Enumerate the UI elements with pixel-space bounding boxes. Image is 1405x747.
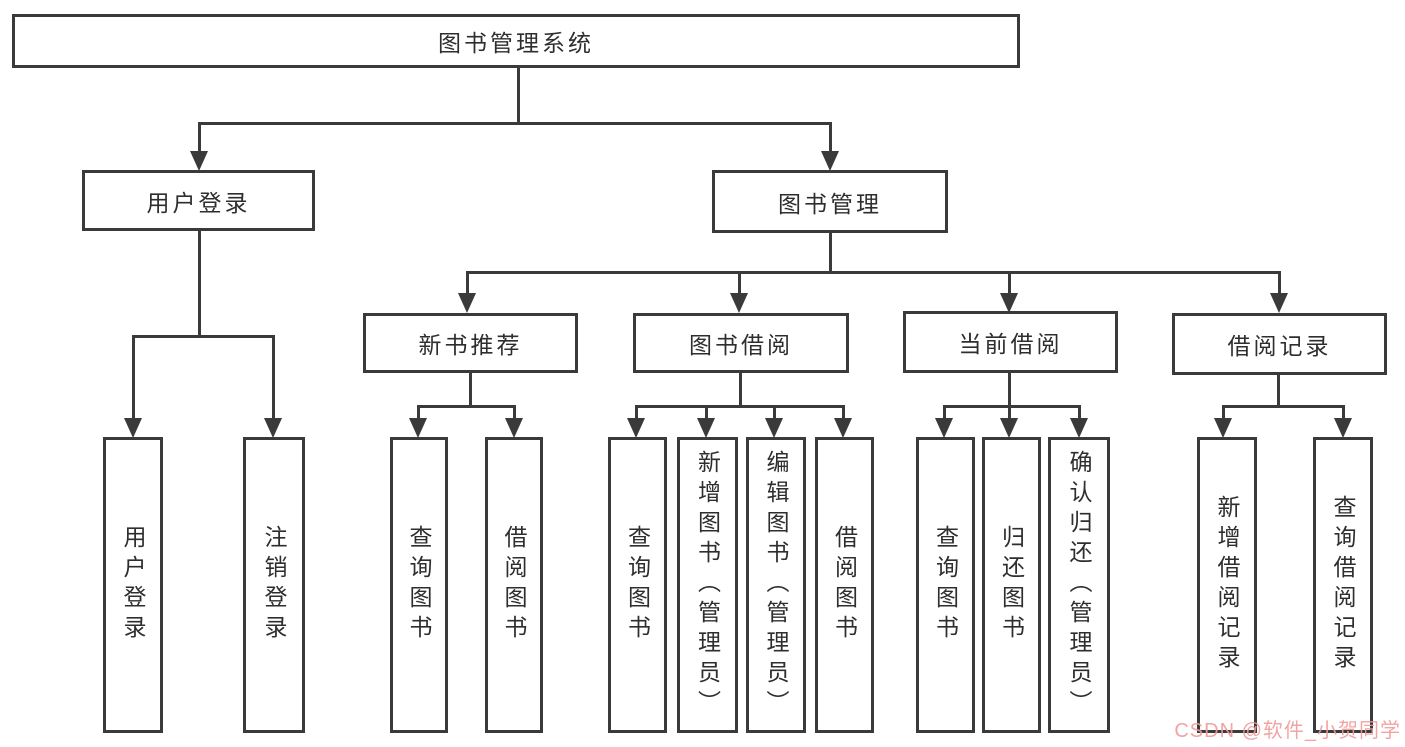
arrow-down-icon [190, 151, 208, 171]
arrow-down-icon [697, 418, 715, 438]
connector-line [943, 405, 1081, 408]
connector-line [738, 271, 741, 295]
leaf-edit-books-admin: 编辑图书（管理员） [746, 437, 806, 733]
connector-line [1078, 405, 1081, 419]
connector-line [943, 405, 946, 419]
connector-line [739, 371, 742, 407]
leaf-borrow-books-2: 借阅图书 [815, 437, 874, 733]
connector-line [829, 122, 832, 154]
arrow-down-icon [1070, 418, 1088, 438]
connector-line [469, 371, 472, 407]
connector-line [132, 335, 275, 338]
connector-line [198, 122, 201, 154]
root-node-library-system: 图书管理系统 [12, 14, 1020, 68]
leaf-user-login: 用户登录 [103, 437, 163, 733]
leaf-add-books-admin: 新增图书（管理员） [677, 437, 738, 733]
connector-line [513, 405, 516, 419]
node-user-login: 用户登录 [82, 170, 315, 231]
connector-line [705, 405, 708, 419]
connector-line [1222, 405, 1225, 419]
connector-line [467, 271, 1281, 274]
arrow-down-icon [124, 418, 142, 438]
connector-line [1342, 405, 1345, 419]
arrow-down-icon [935, 418, 953, 438]
connector-line [1278, 271, 1281, 295]
leaf-return-books: 归还图书 [982, 437, 1041, 733]
connector-line [842, 405, 845, 419]
arrow-down-icon [1000, 418, 1018, 438]
leaf-borrow-books-1: 借阅图书 [485, 437, 543, 733]
leaf-logout: 注销登录 [243, 437, 305, 733]
connector-line [517, 66, 520, 124]
node-current-borrow: 当前借阅 [903, 311, 1118, 373]
csdn-watermark: CSDN @软件_小贺同学 [1174, 720, 1401, 742]
connector-line [417, 405, 516, 408]
arrow-down-icon [1270, 293, 1288, 313]
arrow-down-icon [1000, 293, 1018, 313]
arrow-down-icon [765, 418, 783, 438]
arrow-down-icon [458, 293, 476, 313]
connector-line [773, 405, 776, 419]
arrow-down-icon [730, 293, 748, 313]
arrow-down-icon [834, 418, 852, 438]
leaf-add-borrow-record: 新增借阅记录 [1197, 437, 1257, 733]
leaf-query-books-3: 查询图书 [916, 437, 975, 733]
leaf-query-books-2: 查询图书 [608, 437, 667, 733]
connector-line [1008, 405, 1011, 419]
node-new-book-recommend: 新书推荐 [363, 313, 578, 373]
connector-line [1277, 373, 1280, 407]
arrow-down-icon [505, 418, 523, 438]
connector-line [635, 405, 638, 419]
connector-line [635, 405, 845, 408]
connector-line [198, 229, 201, 337]
connector-line [829, 231, 832, 273]
arrow-down-icon [409, 418, 427, 438]
connector-line [272, 335, 275, 419]
arrow-down-icon [1214, 418, 1232, 438]
connector-line [132, 335, 135, 419]
node-borrow-records: 借阅记录 [1172, 313, 1387, 375]
arrow-down-icon [264, 418, 282, 438]
node-book-management: 图书管理 [712, 170, 948, 233]
connector-line [198, 122, 832, 125]
connector-line [466, 271, 469, 295]
arrow-down-icon [627, 418, 645, 438]
connector-line [417, 405, 420, 419]
leaf-confirm-return-admin: 确认归还（管理员） [1048, 437, 1110, 733]
leaf-query-borrow-record: 查询借阅记录 [1313, 437, 1373, 733]
connector-line [1222, 405, 1345, 408]
arrow-down-icon [821, 151, 839, 171]
node-book-borrow: 图书借阅 [633, 313, 849, 373]
connector-line [1008, 271, 1011, 295]
arrow-down-icon [1334, 418, 1352, 438]
leaf-query-books-1: 查询图书 [390, 437, 448, 733]
connector-line [1008, 371, 1011, 407]
